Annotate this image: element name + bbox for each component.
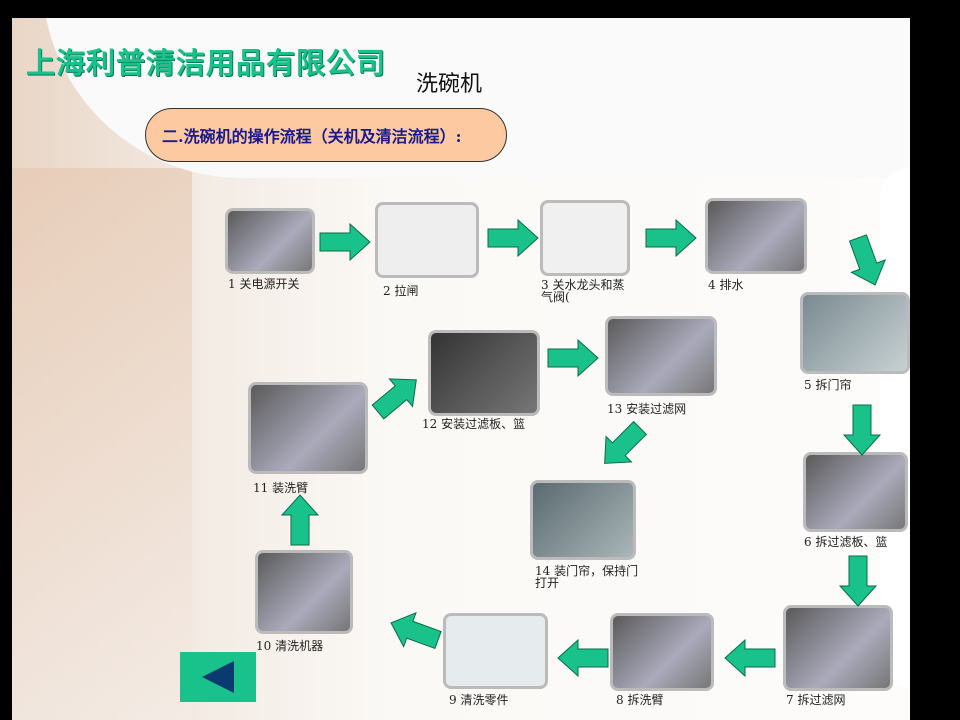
step-4-label: 4 排水 bbox=[708, 278, 744, 292]
arrow-down-icon bbox=[843, 404, 881, 456]
step-14-label: 14 装门帘，保持门打开 bbox=[535, 564, 639, 590]
arrow-down-icon bbox=[840, 231, 893, 292]
arrow-right-icon bbox=[487, 219, 539, 257]
step-6-label: 6 拆过滤板、篮 bbox=[804, 535, 888, 549]
step-10-photo bbox=[255, 550, 353, 634]
step-2-photo bbox=[375, 202, 479, 278]
arrow-right-icon bbox=[319, 223, 371, 261]
step-8-label: 8 拆洗臂 bbox=[616, 693, 664, 707]
step-1-label: 1 关电源开关 bbox=[228, 277, 300, 291]
arrow-right-icon bbox=[547, 339, 599, 377]
arrow-left-icon bbox=[384, 605, 445, 658]
step-7-label: 7 拆过滤网 bbox=[786, 693, 846, 707]
back-button[interactable] bbox=[180, 652, 256, 702]
step-11-label: 11 装洗臂 bbox=[253, 481, 309, 495]
section-title: 二.洗碗机的操作流程（关机及清洁流程）: bbox=[145, 108, 507, 162]
product-title: 洗碗机 bbox=[416, 72, 483, 97]
background-decoration bbox=[12, 168, 192, 720]
arrow-up-icon bbox=[365, 365, 429, 427]
step-6-photo bbox=[803, 452, 908, 532]
step-3-label: 3 关水龙头和蒸气阀( bbox=[541, 278, 625, 304]
step-3-photo bbox=[540, 200, 630, 276]
step-7-photo bbox=[783, 605, 893, 691]
step-4-photo bbox=[705, 198, 807, 274]
step-1-photo bbox=[225, 208, 315, 274]
step-5-label: 5 拆门帘 bbox=[804, 378, 852, 392]
triangle-left-icon bbox=[202, 661, 234, 693]
step-13-photo bbox=[605, 316, 717, 396]
step-11-photo bbox=[248, 382, 368, 474]
step-9-label: 9 清洗零件 bbox=[449, 693, 509, 707]
arrow-down-icon bbox=[839, 555, 877, 607]
arrow-left-icon bbox=[724, 639, 776, 677]
step-13-label: 13 安装过滤网 bbox=[607, 402, 687, 416]
step-12-label: 12 安装过滤板、篮 bbox=[422, 417, 526, 431]
step-9-photo bbox=[443, 613, 548, 689]
arrow-right-icon bbox=[645, 219, 697, 257]
step-10-label: 10 清洗机器 bbox=[256, 639, 324, 653]
background-edge bbox=[910, 18, 960, 720]
arrow-left-icon bbox=[557, 639, 609, 677]
company-name: 上海利普清洁用品有限公司 bbox=[26, 46, 387, 80]
step-14-photo bbox=[530, 480, 636, 560]
arrow-down-left-icon bbox=[591, 414, 654, 477]
arrow-up-icon bbox=[281, 494, 319, 546]
step-12-photo bbox=[428, 330, 540, 416]
step-2-label: 2 拉闸 bbox=[383, 284, 419, 298]
step-5-photo bbox=[800, 292, 910, 374]
step-8-photo bbox=[610, 613, 714, 691]
